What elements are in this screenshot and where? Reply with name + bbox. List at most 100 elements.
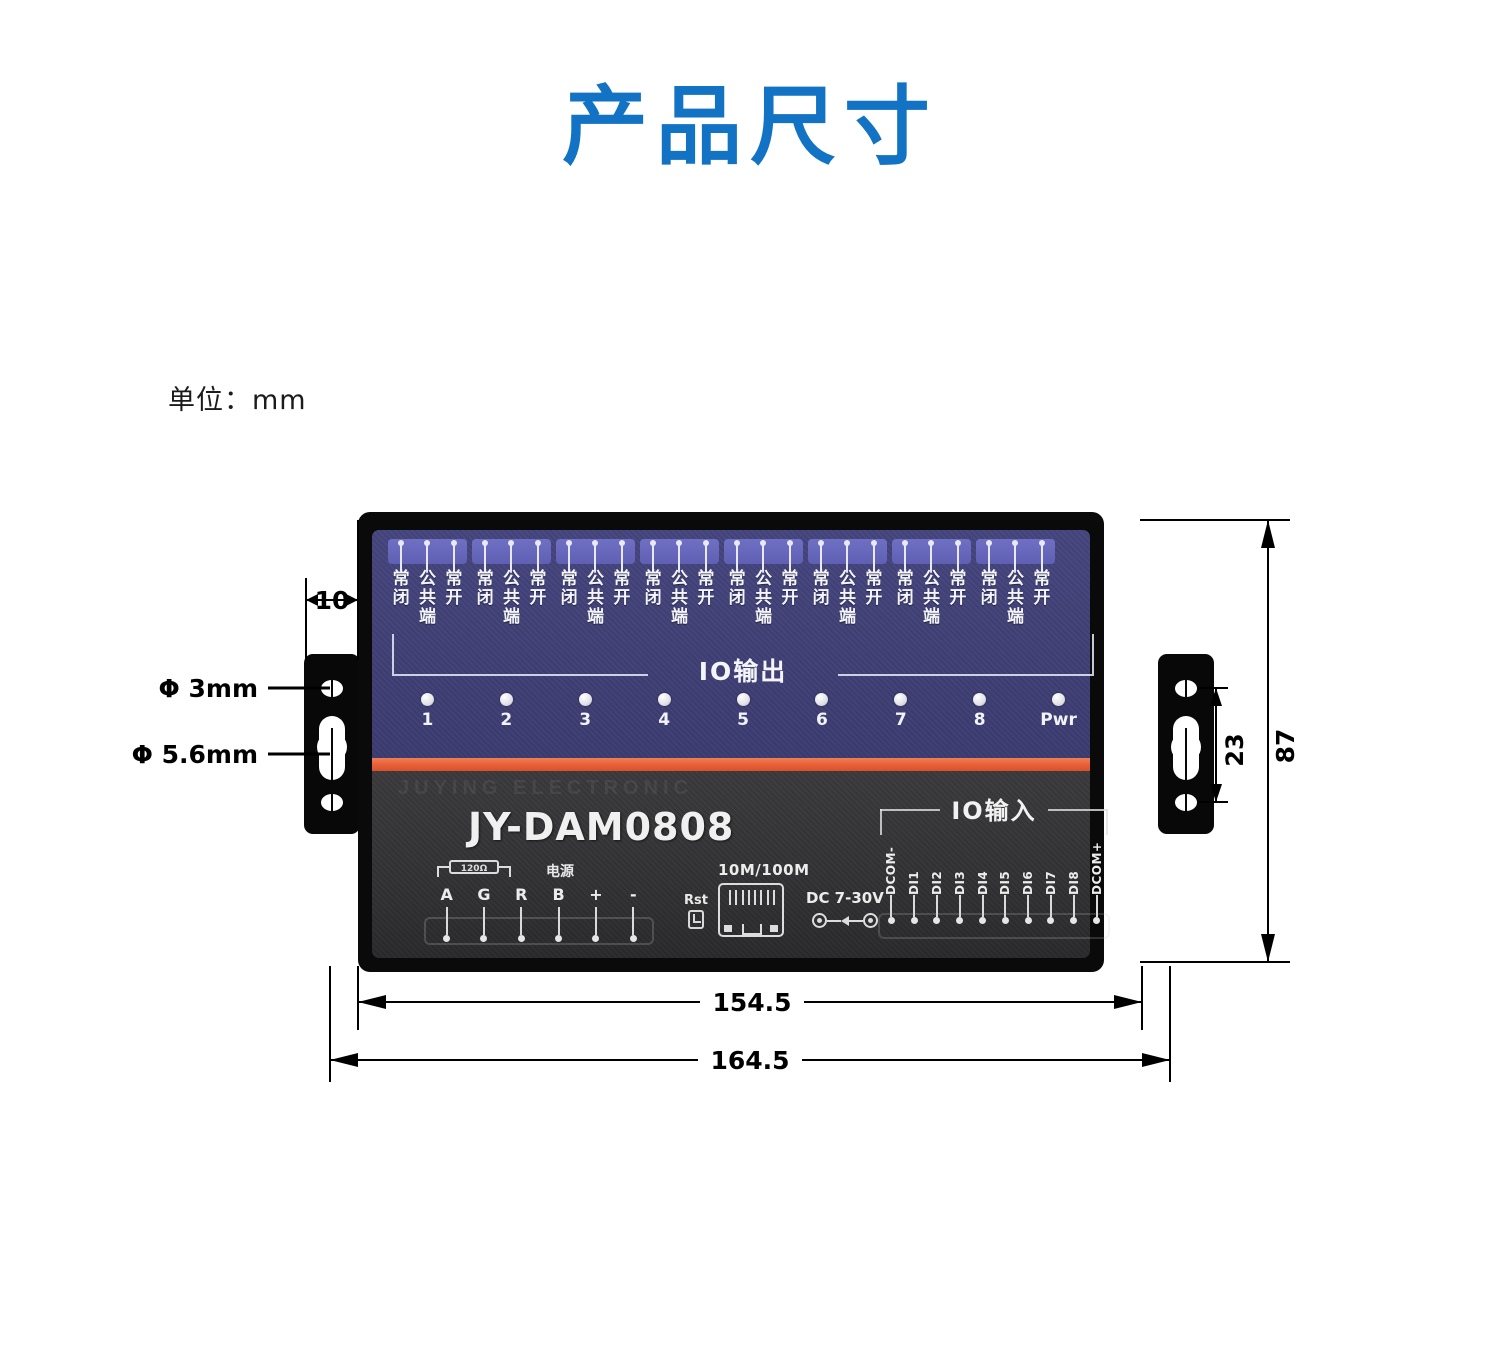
- io-input-pin[interactable]: DI5: [994, 847, 1017, 924]
- ethernet-port-area[interactable]: 10M/100M: [718, 861, 810, 937]
- relay-terminal-label: 公共端: [418, 569, 436, 627]
- led-dot-icon: [499, 693, 513, 706]
- io-input-pin[interactable]: DI6: [1017, 847, 1040, 924]
- screw-terminal-pin: [568, 543, 571, 573]
- relay-terminal-group: 常闭公共端常开: [472, 570, 551, 627]
- terminal-tray: [878, 913, 1110, 939]
- screw-terminal-pin: [1014, 543, 1017, 573]
- relay-terminal-group: 常闭公共端常开: [976, 570, 1055, 627]
- mounting-hole-small-bottom: [321, 791, 343, 814]
- screw-terminal-pin: [762, 543, 765, 573]
- bracket-line: [1048, 809, 1108, 811]
- screw-terminal-pin: [536, 543, 539, 573]
- screw-terminal-pin: [1040, 543, 1043, 573]
- led-dot-icon: [420, 693, 434, 706]
- screw-terminal-pin: [704, 543, 707, 573]
- serial-terminal-pin[interactable]: A: [428, 885, 465, 942]
- relay-terminal-group: 常闭公共端常开: [640, 570, 719, 627]
- relay-connector-block[interactable]: [472, 539, 551, 573]
- rj45-act-led: [770, 925, 778, 932]
- relay-terminal-label: 公共端: [838, 569, 856, 627]
- serial-terminal-pin[interactable]: R: [503, 885, 540, 942]
- led-indicator: 2: [467, 693, 546, 730]
- serial-terminal-pin[interactable]: G: [465, 885, 502, 942]
- screw-terminal-pin: [678, 543, 681, 573]
- io-output-label: IO输出: [698, 657, 788, 686]
- relay-terminal-group: 常闭公共端常开: [556, 570, 635, 627]
- device-chassis: 常闭公共端常开常闭公共端常开常闭公共端常开常闭公共端常开常闭公共端常开常闭公共端…: [358, 512, 1110, 972]
- relay-connector-block[interactable]: [976, 539, 1055, 573]
- serial-terminal-pin[interactable]: B: [540, 885, 577, 942]
- io-input-pin[interactable]: DI8: [1062, 847, 1085, 924]
- led-indicator: 4: [625, 693, 704, 730]
- page-title: 产品尺寸: [562, 77, 938, 177]
- relay-terminal-label: 常闭: [980, 569, 998, 608]
- io-input-pin[interactable]: DI3: [948, 847, 971, 924]
- svg-text:120Ω: 120Ω: [461, 864, 488, 874]
- relay-connector-block[interactable]: [640, 539, 719, 573]
- output-panel: 常闭公共端常开常闭公共端常开常闭公共端常开常闭公共端常开常闭公共端常开常闭公共端…: [372, 530, 1094, 758]
- relay-terminal-label: 公共端: [586, 569, 604, 627]
- screw-terminal-pin: [872, 543, 875, 573]
- relay-connector-block[interactable]: [556, 539, 635, 573]
- relay-connector-block[interactable]: [388, 539, 467, 573]
- screw-terminal-pin: [956, 543, 959, 573]
- relay-connector-block[interactable]: [892, 539, 971, 573]
- relay-connector-block[interactable]: [724, 539, 803, 573]
- rj45-port-icon[interactable]: [718, 883, 784, 937]
- dim-hole-spacing: 23: [1221, 733, 1249, 766]
- mounting-bracket-right: [1158, 654, 1214, 834]
- led-indicator: Pwr: [1019, 693, 1098, 730]
- bracket-line: [1092, 634, 1094, 674]
- screw-terminal-pin: [484, 543, 487, 573]
- relay-connector-block[interactable]: [808, 539, 887, 573]
- dim-height-total: 87: [1271, 729, 1300, 764]
- screw-terminal-pin: [930, 543, 933, 573]
- led-indicator: 5: [704, 693, 783, 730]
- relay-terminal-label: 常开: [949, 569, 967, 608]
- io-input-pin[interactable]: DI4: [971, 847, 994, 924]
- io-input-bracket: [880, 809, 1108, 835]
- io-input-pin-label: DCOM-: [884, 846, 899, 895]
- serial-terminal-pin[interactable]: +: [577, 885, 614, 942]
- io-input-pin[interactable]: DI2: [926, 847, 949, 924]
- screw-terminal-pin: [400, 543, 403, 573]
- io-input-pin[interactable]: DCOM-: [880, 847, 903, 924]
- reset-button-area[interactable]: Rst: [684, 893, 708, 929]
- io-input-pin[interactable]: DI1: [903, 847, 926, 924]
- io-input-pin-label: DCOM+: [1089, 841, 1104, 895]
- relay-terminal-label: 常闭: [812, 569, 830, 608]
- bracket-line: [392, 674, 648, 676]
- led-label: 4: [658, 710, 671, 730]
- relay-terminal-label: 常开: [1033, 569, 1051, 608]
- io-input-pin[interactable]: DCOM+: [1085, 841, 1108, 924]
- serial-terminal-pin[interactable]: -: [615, 885, 652, 942]
- io-input-pin[interactable]: DI7: [1040, 847, 1063, 924]
- led-label: 8: [973, 710, 986, 730]
- mounting-hole-small-top: [321, 677, 343, 700]
- relay-terminal-label: 公共端: [502, 569, 520, 627]
- relay-terminal-label: 常开: [613, 569, 631, 608]
- screw-terminal-pin: [426, 543, 429, 573]
- reset-label: Rst: [684, 893, 708, 908]
- io-input-pin-label: DI1: [907, 870, 922, 895]
- relay-terminal-label: 常闭: [644, 569, 662, 608]
- device-illustration: 常闭公共端常开常闭公共端常开常闭公共端常开常闭公共端常开常闭公共端常开常闭公共端…: [304, 512, 1214, 972]
- dim-width-total: 164.5: [710, 1046, 789, 1075]
- serial-pin-label: -: [629, 885, 637, 904]
- unit-note: 单位：mm: [168, 385, 307, 416]
- io-input-pin-label: DI7: [1043, 870, 1058, 895]
- serial-pin-label: G: [477, 885, 491, 904]
- bracket-line: [392, 634, 394, 674]
- relay-terminal-label: 常开: [445, 569, 463, 608]
- screw-terminal-pin: [594, 543, 597, 573]
- relay-terminal-label: 公共端: [922, 569, 940, 627]
- relay-terminal-label: 常开: [697, 569, 715, 608]
- dc-polarity-icon: [806, 913, 884, 928]
- bracket-line: [1106, 809, 1108, 835]
- reset-button-icon[interactable]: [687, 910, 704, 929]
- serial-pin-label: A: [440, 885, 453, 904]
